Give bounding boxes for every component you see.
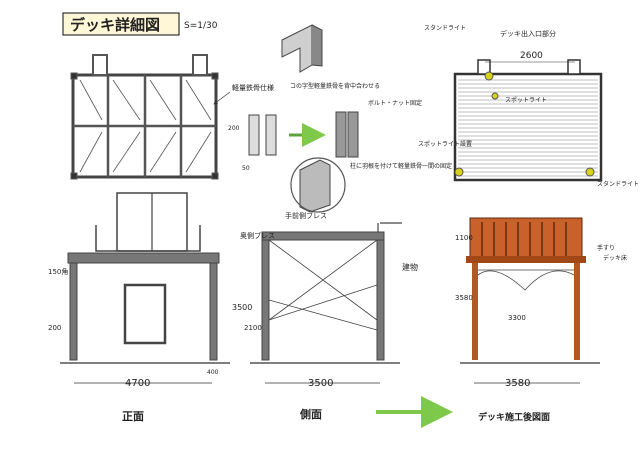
dim-after-3580: 3580 bbox=[455, 294, 473, 302]
title-frame bbox=[62, 12, 180, 36]
label-frame: 軽量鉄骨仕様 bbox=[232, 83, 274, 92]
dim-side-height: 2100 bbox=[244, 324, 262, 332]
after-elevation bbox=[460, 217, 600, 364]
dim-after-width: 3580 bbox=[505, 378, 530, 389]
title-text: デッキ詳細図 bbox=[70, 16, 160, 34]
dim-front-200: 200 bbox=[48, 324, 61, 332]
label-fix: ボルト・ナット固定 bbox=[368, 99, 422, 107]
label-brace1: 手前側ブレス bbox=[285, 211, 327, 220]
label-handrail: 手すり bbox=[597, 244, 615, 252]
dim-after-1100: 1100 bbox=[455, 234, 473, 242]
dim-2600: 2600 bbox=[520, 51, 543, 61]
title-scale: S=1/30 bbox=[184, 21, 218, 31]
dim-after-3300: 3300 bbox=[508, 314, 526, 322]
deck-plan bbox=[453, 59, 603, 182]
title-block: デッキ詳細図 S=1/30 bbox=[62, 12, 218, 36]
label-deck: デッキ床 bbox=[603, 254, 627, 262]
side-elevation bbox=[250, 222, 402, 364]
label-light-tl: スタンドライト bbox=[424, 24, 466, 32]
label-150: 150角 bbox=[48, 267, 68, 276]
joint-detail bbox=[248, 24, 359, 213]
label-brace2: 奥側ブレス bbox=[240, 231, 275, 240]
caption-side: 側面 bbox=[299, 407, 322, 421]
dim-front-400: 400 bbox=[207, 369, 219, 376]
label-light-mid: スポットライト bbox=[505, 96, 547, 104]
label-light-r: スポットライト設置 bbox=[418, 140, 472, 148]
caption-front: 正面 bbox=[122, 410, 144, 423]
label-building: 建物 bbox=[402, 262, 418, 272]
front-elevation bbox=[60, 192, 230, 364]
dim-side-width: 3500 bbox=[308, 378, 333, 389]
dim-front-height: 3500 bbox=[232, 303, 252, 312]
label-exit: デッキ出入口部分 bbox=[500, 29, 556, 38]
dim-front-width: 4700 bbox=[125, 378, 150, 389]
label-joint: コの字型軽量鉄骨を背中合わせる bbox=[290, 82, 380, 90]
label-light-br: スタンドライト bbox=[597, 180, 639, 188]
dim-50: 50 bbox=[242, 165, 250, 172]
dim-200: 200 bbox=[228, 125, 240, 132]
caption-after: デッキ施工後図面 bbox=[478, 411, 550, 423]
label-pillar: 柱に羽根を付けて軽量鉄骨一間の固定 bbox=[350, 162, 452, 170]
steel-frame-plan bbox=[70, 54, 219, 180]
